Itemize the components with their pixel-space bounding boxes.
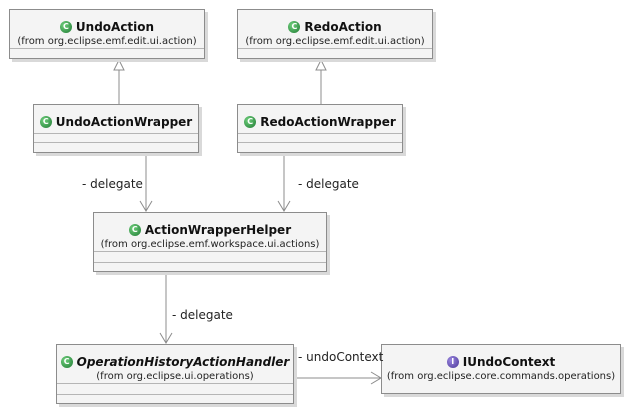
class-operation-history-action-handler[interactable]: C OperationHistoryActionHandler (from or…	[56, 344, 294, 404]
association-label-redo-delegate: - delegate	[298, 177, 359, 191]
generalization-arrowhead-undo	[113, 58, 125, 71]
class-separator	[34, 133, 198, 134]
class-icon: C	[288, 21, 301, 33]
class-separator	[34, 142, 198, 143]
class-name: RedoAction	[304, 20, 382, 34]
interface-iundo-context[interactable]: I IUndoContext (from org.eclipse.core.co…	[381, 344, 621, 394]
class-action-wrapper-helper[interactable]: C ActionWrapperHelper (from org.eclipse.…	[93, 212, 327, 272]
class-separator	[10, 48, 204, 49]
association-arrowhead-undo-delegate	[139, 200, 153, 212]
class-name: OperationHistoryActionHandler	[76, 355, 290, 369]
abstract-class-icon: C	[60, 356, 73, 368]
class-redo-action-wrapper[interactable]: C RedoActionWrapper	[237, 104, 403, 153]
class-separator	[94, 262, 326, 263]
class-name: RedoActionWrapper	[260, 115, 396, 129]
class-name: UndoActionWrapper	[55, 115, 193, 129]
class-name: UndoAction	[75, 20, 155, 34]
class-undo-action[interactable]: C UndoAction (from org.eclipse.emf.edit.…	[9, 9, 205, 59]
class-package: (from org.eclipse.emf.workspace.ui.actio…	[100, 239, 320, 250]
class-name: IUndoContext	[462, 355, 556, 369]
class-icon: C	[128, 224, 141, 236]
association-label-undo-delegate: - delegate	[82, 177, 143, 191]
class-separator	[94, 251, 326, 252]
class-icon: C	[244, 116, 257, 128]
class-icon: C	[39, 116, 52, 128]
class-icon: C	[59, 21, 72, 33]
class-separator	[57, 383, 293, 384]
association-arrowhead-helper-delegate	[159, 332, 173, 344]
class-separator	[238, 48, 432, 49]
class-separator	[238, 142, 402, 143]
association-arrowhead-redo-delegate	[277, 200, 291, 212]
class-separator	[238, 133, 402, 134]
class-redo-action[interactable]: C RedoAction (from org.eclipse.emf.edit.…	[237, 9, 433, 59]
class-package: (from org.eclipse.emf.edit.ui.action)	[245, 36, 425, 47]
interface-icon: I	[446, 356, 459, 368]
class-name: ActionWrapperHelper	[144, 223, 292, 237]
generalization-arrowhead-redo	[315, 58, 327, 71]
association-label-undo-context: - undoContext	[298, 350, 384, 364]
class-undo-action-wrapper[interactable]: C UndoActionWrapper	[33, 104, 199, 153]
class-separator	[57, 394, 293, 395]
association-label-helper-delegate: - delegate	[172, 308, 233, 322]
class-package: (from org.eclipse.emf.edit.ui.action)	[17, 36, 197, 47]
class-package: (from org.eclipse.ui.operations)	[96, 371, 254, 382]
class-package: (from org.eclipse.core.commands.operatio…	[386, 371, 616, 382]
